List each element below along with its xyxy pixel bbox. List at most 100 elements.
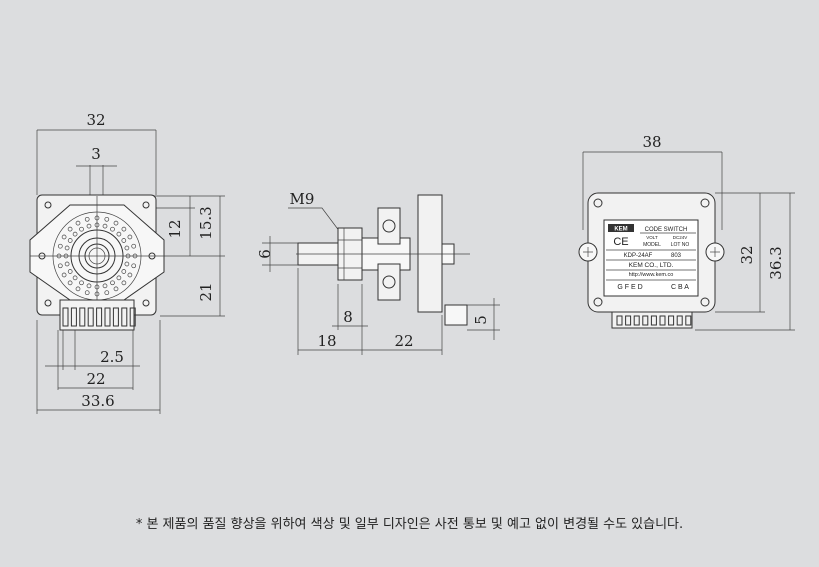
contact-dot: [64, 245, 70, 251]
rear-connector-pin: [625, 315, 632, 326]
product-name: CODE SWITCH: [645, 227, 688, 233]
contact-dot: [131, 243, 137, 249]
contact-dot: [131, 263, 137, 269]
connector-pin: [62, 307, 69, 327]
contact-dot: [121, 269, 127, 274]
rear-body: [417, 194, 443, 313]
contact-dot: [75, 220, 81, 226]
brand-text: KEM: [614, 227, 627, 233]
label-volt: VOLT: [646, 235, 658, 240]
contact-dot: [86, 223, 92, 229]
contact-dot: [104, 216, 110, 222]
contact-dot: [104, 290, 110, 296]
connector-pin: [79, 307, 86, 327]
contact-dot: [102, 223, 108, 229]
connector-pin: [129, 307, 136, 327]
label-lot: LOT NO: [671, 242, 690, 248]
dim-shaft-dia: 6: [256, 249, 274, 259]
contact-dot: [102, 283, 108, 289]
dim-width-top: 32: [86, 111, 105, 129]
lower-contact: [377, 263, 401, 301]
dim-slot-width: 3: [91, 145, 101, 163]
model-number: KDP-24AF: [624, 253, 653, 259]
contact-dot: [116, 231, 122, 237]
rear-connector-pin: [668, 315, 675, 326]
dim-height-21: 21: [197, 282, 215, 301]
contact-dot: [72, 231, 78, 237]
contact-dot: [57, 243, 63, 249]
contact-dot: [84, 290, 90, 296]
dim-height-15-3: 15.3: [197, 206, 215, 239]
contact-dot: [79, 280, 84, 286]
dim-pin-span: 22: [86, 370, 105, 388]
rear-view: 38 32 36.3 KEM CODE SWITCH CE VOLT DC24V…: [578, 133, 795, 331]
contact-dot: [57, 263, 63, 269]
rear-connector-pin: [659, 315, 666, 326]
dim-height-12: 12: [166, 219, 184, 238]
label-dc: DC24V: [673, 235, 688, 240]
rear-connector-pin: [633, 315, 640, 326]
company-name: KEM CO., LTD.: [629, 262, 674, 269]
rear-connector-pin: [650, 315, 657, 326]
rear-pins: [616, 315, 692, 326]
contact-dot: [61, 234, 67, 240]
thread-label: M9: [290, 190, 315, 208]
contact-dot: [121, 280, 127, 286]
dim-width-bottom: 33.6: [81, 392, 114, 410]
connector-pin: [112, 307, 119, 327]
rear-connector: [611, 311, 693, 329]
contact-ring: [56, 215, 138, 297]
connector-pin: [96, 307, 103, 327]
side-pin: [444, 304, 468, 326]
pins-right-label: C B A: [671, 284, 689, 291]
dim-rear-height-32: 32: [738, 245, 756, 264]
dim-pin-pitch: 2.5: [100, 348, 124, 366]
dim-nut-len: 8: [343, 308, 353, 326]
side-view: M9 6 5 8 18 22: [256, 190, 500, 355]
contact-dot: [124, 261, 130, 267]
connector-pin: [121, 307, 128, 327]
brand-logo: [608, 224, 634, 232]
dim-body-len: 22: [394, 332, 413, 350]
contact-dot: [113, 220, 119, 226]
contact-dot: [67, 280, 73, 286]
contact-dot: [110, 280, 115, 286]
front-pins: [62, 307, 136, 327]
contact-dot: [116, 275, 122, 281]
contact-dot: [121, 238, 127, 243]
upper-contact: [377, 207, 401, 245]
rear-connector-pin: [642, 315, 649, 326]
rear-connector-pin: [685, 315, 692, 326]
contact-dot: [127, 234, 133, 240]
label-model: MODEL: [643, 242, 661, 248]
front-view: 32 3 12 15.3 21: [29, 111, 225, 414]
dim-rear-width: 38: [642, 133, 661, 151]
contact-dot: [67, 238, 73, 243]
website: http://www.kem.co: [629, 272, 674, 278]
contact-dot: [67, 269, 73, 274]
rear-connector-pin: [616, 315, 623, 326]
ce-mark: CE: [613, 236, 628, 248]
contact-dot: [61, 272, 67, 278]
rear-connector-pin: [676, 315, 683, 326]
contact-dot: [86, 283, 92, 289]
connector-pin: [87, 307, 94, 327]
footnote: * 본 제품의 품질 향상을 위하여 색상 및 일부 디자인은 사전 통보 및 …: [135, 517, 684, 532]
contact-dot: [121, 226, 127, 232]
dim-pin-len: 5: [472, 315, 490, 325]
lot-number: 803: [671, 253, 682, 259]
contact-dot: [84, 216, 90, 222]
contact-dot: [113, 286, 119, 292]
dim-shaft-len: 18: [317, 332, 336, 350]
contact-dot: [72, 275, 78, 281]
connector-pin: [104, 307, 111, 327]
pins-left-label: G F E D: [617, 284, 642, 291]
contact-dot: [67, 226, 73, 232]
contact-dot: [64, 261, 70, 267]
contact-dot: [127, 272, 133, 278]
contact-dot: [110, 226, 115, 232]
contact-dot: [75, 286, 81, 292]
dim-rear-height-36-3: 36.3: [767, 246, 785, 279]
connector-pin: [70, 307, 77, 327]
